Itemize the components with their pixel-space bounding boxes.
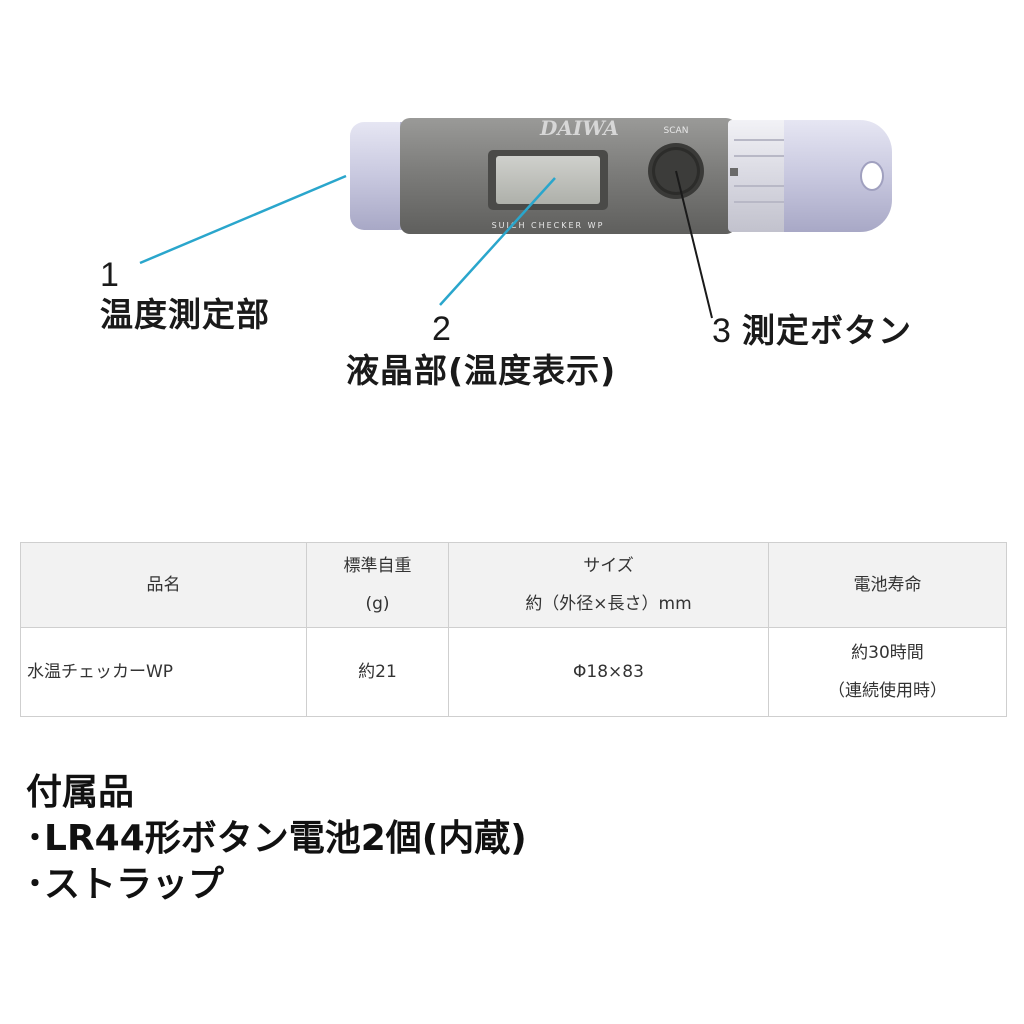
header-product-name: 品名 [20,542,307,628]
leader-line-1 [139,174,347,265]
accessory-item: ･LR44形ボタン電池2個(内蔵) [26,818,527,859]
cell-product-name: 水温チェッカーWP [20,627,307,717]
callout-number: 3 [712,312,731,350]
scan-label: SCAN [664,126,689,136]
product-figure: DAIWA SCAN SUICH CHECKER WP [0,0,1024,420]
accessory-item: ･ストラップ [26,864,225,905]
callout-2: 2 液晶部(温度表示) [346,312,616,387]
cell-weight: 約21 [306,627,449,717]
header-size: サイズ 約（外径×長さ）mm [448,542,769,628]
callout-label: 液晶部(温度表示) [346,351,617,390]
table-row: 水温チェッカーWP 約21 Φ18×83 約30時間 （連続使用時） [20,627,1007,717]
accessories-title: 付属品 [26,772,135,813]
cell-size: Φ18×83 [448,627,769,717]
spec-table: 品名 標準自重 (g) サイズ 約（外径×長さ）mm 電池寿命 水温チェッカーW… [20,542,1007,717]
strap-hole [860,161,884,191]
leader-line-3 [675,170,713,319]
accessories-section: 付属品 ･LR44形ボタン電池2個(内蔵) ･ストラップ [26,770,1006,908]
header-battery-life: 電池寿命 [768,542,1007,628]
model-label: SUICH CHECKER WP [492,221,605,230]
brand-logo: DAIWA [539,116,619,140]
strap-cap [784,120,892,232]
callout-label: 温度測定部 [100,295,270,334]
callout-number: 2 [432,310,451,348]
leader-line-2 [439,177,556,306]
callout-label: 測定ボタン [742,311,913,350]
table-header-row: 品名 標準自重 (g) サイズ 約（外径×長さ）mm 電池寿命 [20,542,1007,628]
callout-1: 1 温度測定部 [100,258,270,331]
cell-battery-life: 約30時間 （連続使用時） [768,627,1007,717]
battery-cap [728,120,790,232]
header-weight: 標準自重 (g) [306,542,449,628]
lcd-display [488,150,608,210]
thermometer-illustration: DAIWA SCAN SUICH CHECKER WP [139,116,892,319]
callout-3: 3 測定ボタン [712,314,912,348]
callout-number: 1 [100,256,119,294]
